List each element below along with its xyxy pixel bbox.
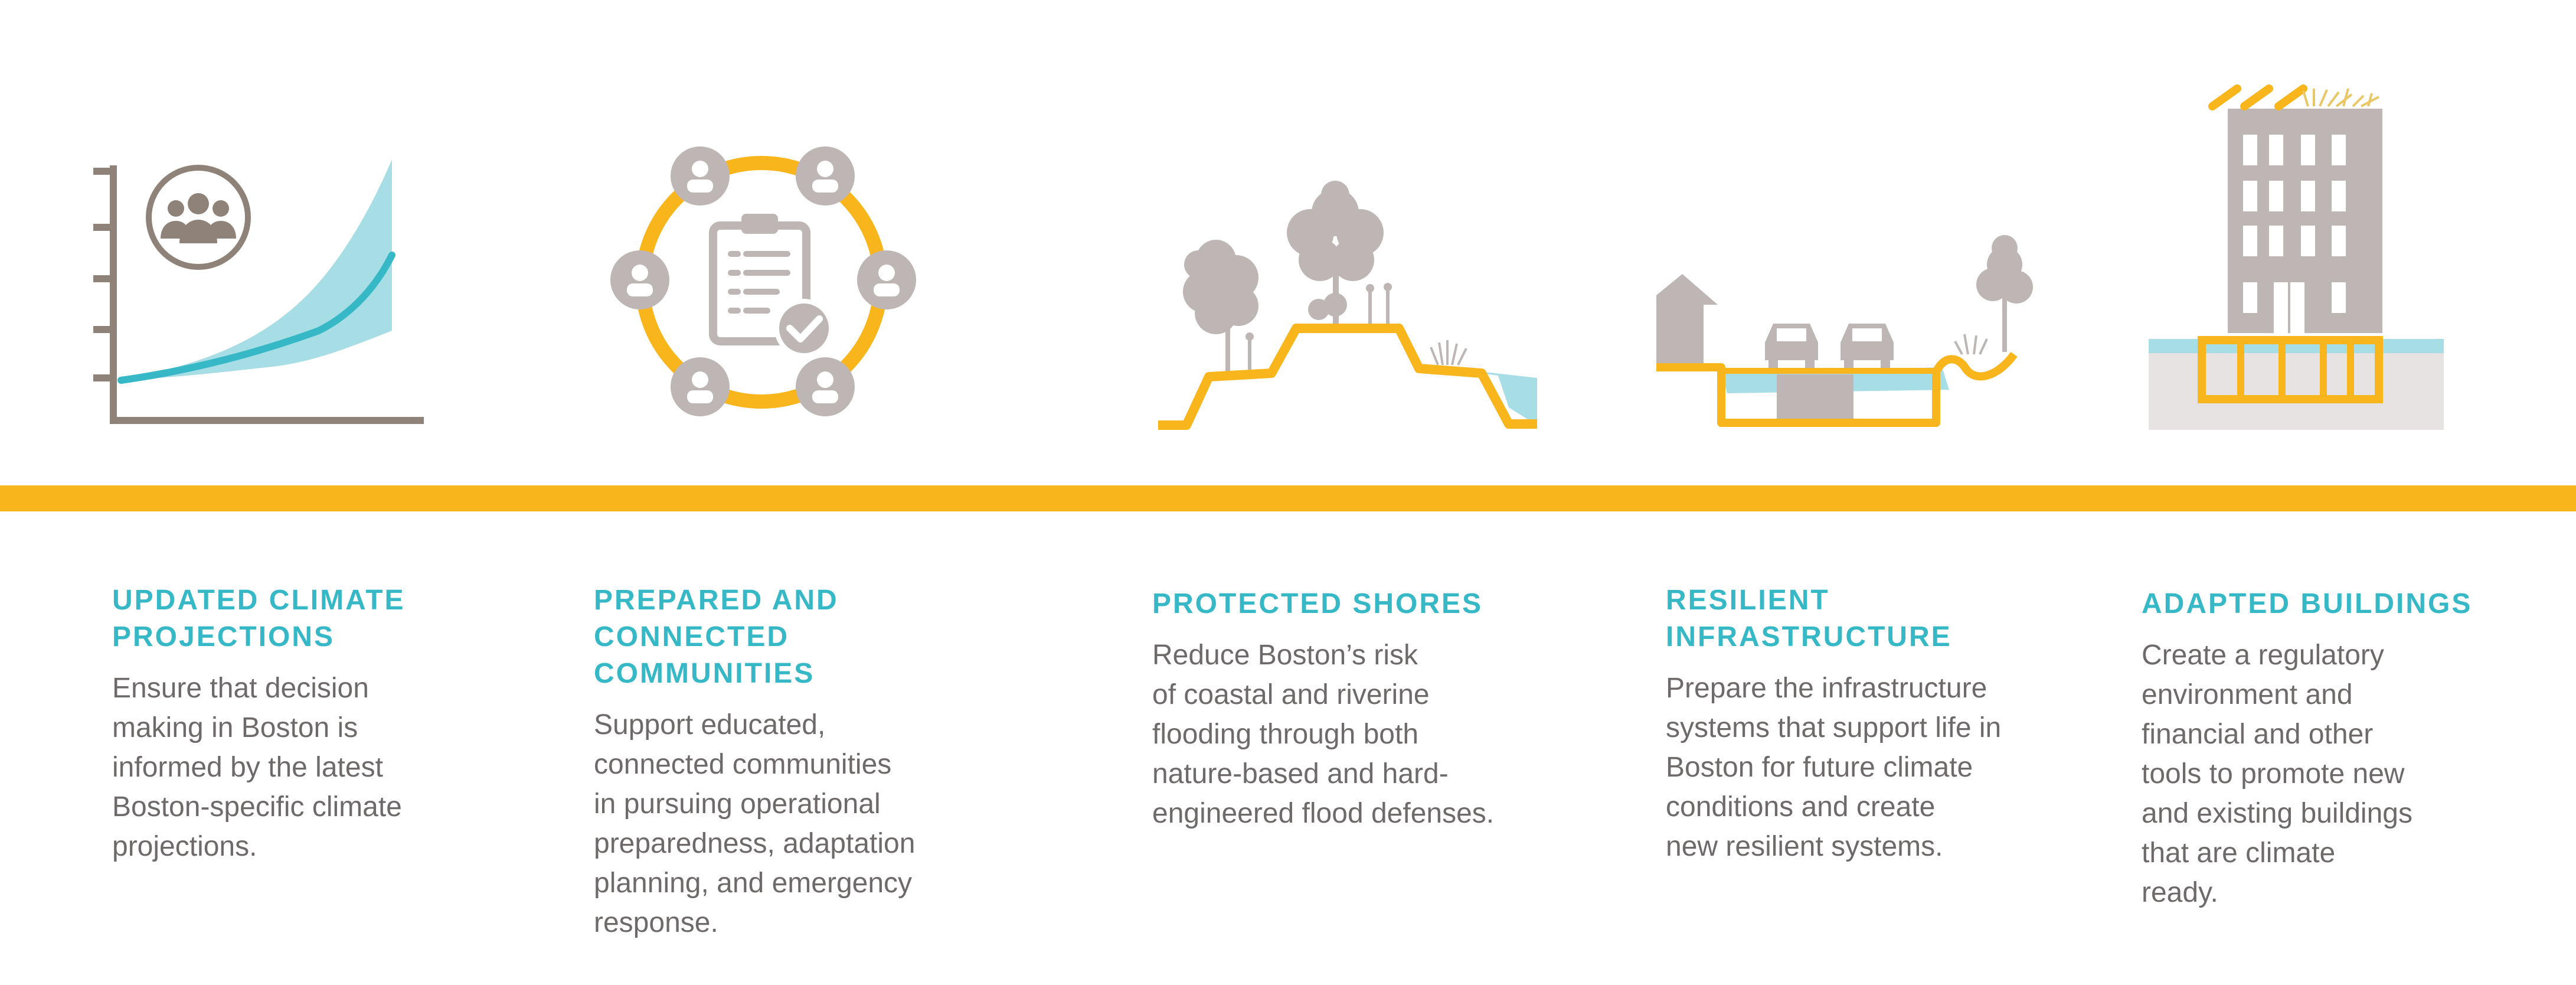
car-icon [1765, 324, 1818, 370]
green-roof-icon [2302, 88, 2379, 107]
column-title: ADAPTED BUILDINGS [2142, 588, 2473, 619]
column-protected-shores: PROTECTED SHORES Reduce Boston’s risk of… [1152, 586, 1636, 833]
column-description: Reduce Boston’s risk of coastal and rive… [1152, 640, 1495, 829]
column-adapted-buildings: ADAPTED BUILDINGS Create a regulatory en… [2142, 586, 2555, 912]
connected-communities-icon [610, 146, 916, 416]
column-description: Support educated, connected communities … [594, 709, 916, 938]
column-title: UPDATED CLIMATE PROJECTIONS [112, 585, 406, 653]
column-resilient-infrastructure: RESILIENT INFRASTRUCTURE Prepare the inf… [1666, 582, 2126, 866]
column-updated-climate-projections: UPDATED CLIMATE PROJECTIONS Ensure that … [112, 582, 537, 866]
protected-shores-icon [1158, 181, 1537, 430]
clipboard-check-icon [709, 214, 833, 358]
column-description: Create a regulatory environment and fina… [2142, 640, 2412, 908]
column-description: Prepare the infrastructure systems that … [1666, 673, 2002, 862]
column-title: RESILIENT INFRASTRUCTURE [1666, 585, 1952, 653]
car-icon [1841, 324, 1894, 370]
yellow-divider-bar [0, 485, 2576, 511]
solar-panels-icon [2208, 84, 2307, 110]
climate-projection-chart-icon [93, 159, 424, 424]
people-group-icon [146, 165, 251, 270]
column-description: Ensure that decision making in Boston is… [112, 673, 402, 862]
column-prepared-connected-communities: PREPARED AND CONNECTED COMMUNITIES Suppo… [594, 582, 1042, 942]
column-title: PROTECTED SHORES [1152, 588, 1483, 619]
icons-row [93, 84, 2444, 430]
resilient-infrastructure-icon [1656, 235, 2033, 427]
column-title: PREPARED AND CONNECTED COMMUNITIES [594, 585, 839, 689]
adapted-building-icon [2149, 84, 2444, 430]
